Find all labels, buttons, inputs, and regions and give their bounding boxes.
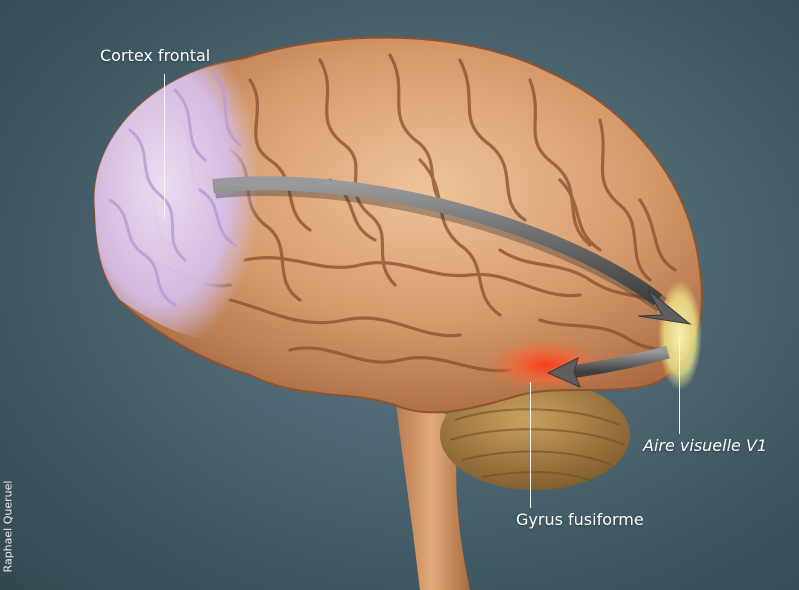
label-fusiform-gyrus: Gyrus fusiforme — [516, 510, 644, 529]
fusiform-leader-line — [530, 382, 531, 508]
label-visual-area-v1: Aire visuelle V1 — [643, 436, 767, 455]
frontal-leader-line — [164, 74, 165, 219]
label-frontal-cortex: Cortex frontal — [100, 46, 210, 65]
v1-leader-line — [679, 338, 680, 434]
frontal-cortex-region — [94, 58, 260, 341]
artist-credit: Raphael Queruel — [2, 477, 15, 577]
